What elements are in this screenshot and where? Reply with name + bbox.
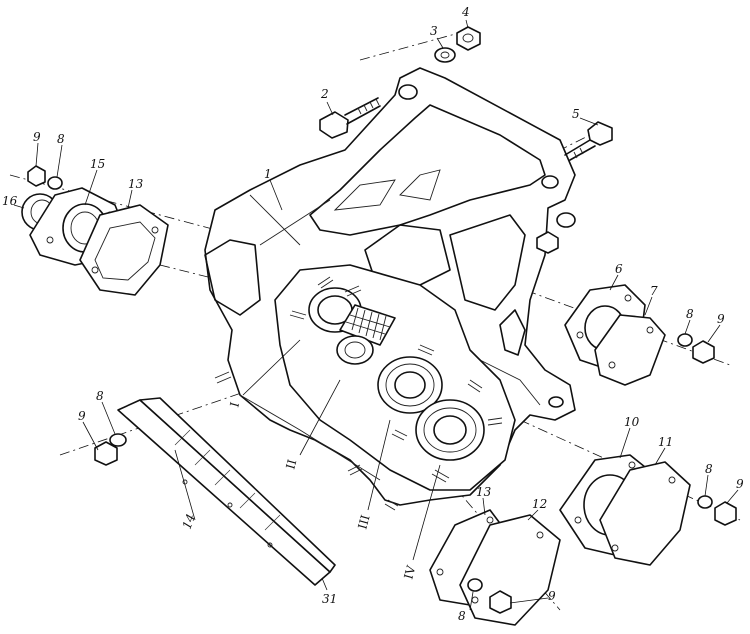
label-part-2: 2: [320, 87, 329, 101]
label-part-12: 12: [532, 497, 547, 511]
bolt-5-head: [587, 121, 613, 146]
nut-9-bottom: [489, 590, 512, 614]
bearing-shaft-iii-outer: [377, 356, 443, 414]
bottom-cover-assembly: [429, 509, 561, 626]
label-part-8-bottom: 8: [458, 609, 466, 623]
washer-right: [556, 212, 576, 228]
stud-left: [214, 371, 232, 384]
label-part-4: 4: [461, 5, 470, 19]
nut-9-left: [27, 165, 46, 187]
label-part-9-bottom: 9: [548, 589, 556, 603]
housing-bottom-lug-hole: [548, 396, 564, 408]
label-shaft-i: I: [227, 400, 242, 408]
label-part-10: 10: [624, 415, 640, 429]
housing-rib-1: [249, 194, 301, 246]
label-part-8-left-lower: 8: [96, 389, 104, 403]
label-part-9-right-upper: 9: [717, 312, 725, 326]
label-part-8-right-lower: 8: [705, 462, 713, 476]
axis-top-bolt: [359, 29, 471, 61]
left-cover-assembly: [21, 165, 169, 296]
housing-rib-2: [259, 199, 331, 246]
pinion-gear: [339, 304, 396, 346]
label-part-9-right-lower: 9: [736, 477, 744, 491]
housing-top-lug-hole: [398, 84, 418, 100]
label-part-3: 3: [430, 24, 438, 38]
right-upper-cover-assembly: [564, 284, 715, 386]
label-part-13-left: 13: [128, 177, 144, 191]
label-part-8-left: 8: [57, 132, 65, 146]
bearing-shaft-ii: [336, 335, 374, 365]
housing-cavity-2: [399, 169, 441, 201]
label-shaft-iv: IV: [401, 564, 418, 581]
washer-8-left-lower: [109, 433, 127, 447]
label-part-14: 14: [180, 512, 198, 531]
cover-12: [459, 514, 561, 626]
housing-slot: [499, 309, 526, 356]
washer-8-right-upper: [677, 333, 693, 347]
bearing-shaft-iii-inner: [394, 371, 426, 399]
gasket-31: [139, 397, 336, 573]
plate-7: [594, 314, 666, 386]
bearing-shaft-iv-outer: [415, 399, 485, 461]
washer-8-right-lower: [697, 495, 713, 509]
gear-block: [274, 264, 516, 511]
label-part-31: 31: [322, 592, 337, 606]
nut-9-right-upper: [692, 340, 715, 364]
washer-8-bottom: [467, 578, 483, 592]
housing-cavity-1: [333, 179, 396, 211]
housing-right-window: [449, 214, 526, 311]
part-labels: 1 2 3 4 5 6 7 8 8 8 8 8 9 9 9 9 9 10 11 …: [2, 5, 744, 623]
axis-left-cover: [9, 174, 311, 256]
bolt-2-head: [319, 111, 349, 139]
nut-9-right-lower: [714, 501, 737, 526]
right-lower-cover-assembly: [559, 454, 737, 566]
washer-3: [434, 47, 456, 63]
gearbox-studs: [289, 276, 503, 511]
label-part-11: 11: [658, 435, 673, 449]
housing-top-window: [309, 104, 546, 236]
washer-8-left: [47, 176, 63, 190]
label-part-9-left: 9: [33, 130, 41, 144]
label-part-15: 15: [90, 157, 105, 171]
nut-right: [536, 231, 559, 254]
top-fastener-set: [319, 26, 481, 139]
housing-left-flange: [204, 239, 261, 316]
label-shaft-iii: III: [355, 513, 372, 531]
label-part-9-left-lower: 9: [78, 409, 86, 423]
plate-14-assembly: [94, 371, 336, 586]
bolt-5-shank: [564, 139, 596, 161]
label-part-13-bottom: 13: [476, 485, 492, 499]
label-part-6: 6: [615, 262, 623, 276]
housing-right-lug-hole: [541, 175, 559, 189]
bolt-5-set: [536, 121, 613, 254]
plate-11: [599, 461, 691, 566]
bearing-shaft-iv-inner: [433, 415, 467, 445]
housing-rib-4: [239, 394, 381, 481]
nut-4: [456, 26, 481, 51]
label-shaft-ii: II: [283, 458, 299, 471]
label-part-8-right-upper: 8: [686, 307, 694, 321]
label-part-5: 5: [572, 107, 580, 121]
label-part-7: 7: [650, 284, 658, 298]
label-part-1: 1: [264, 167, 272, 181]
bolt-2-shank: [344, 97, 381, 125]
label-part-16: 16: [2, 194, 18, 208]
leader-lines: [13, 19, 739, 611]
gasket-13-left: [79, 204, 169, 296]
nut-9-left-lower: [94, 441, 118, 466]
